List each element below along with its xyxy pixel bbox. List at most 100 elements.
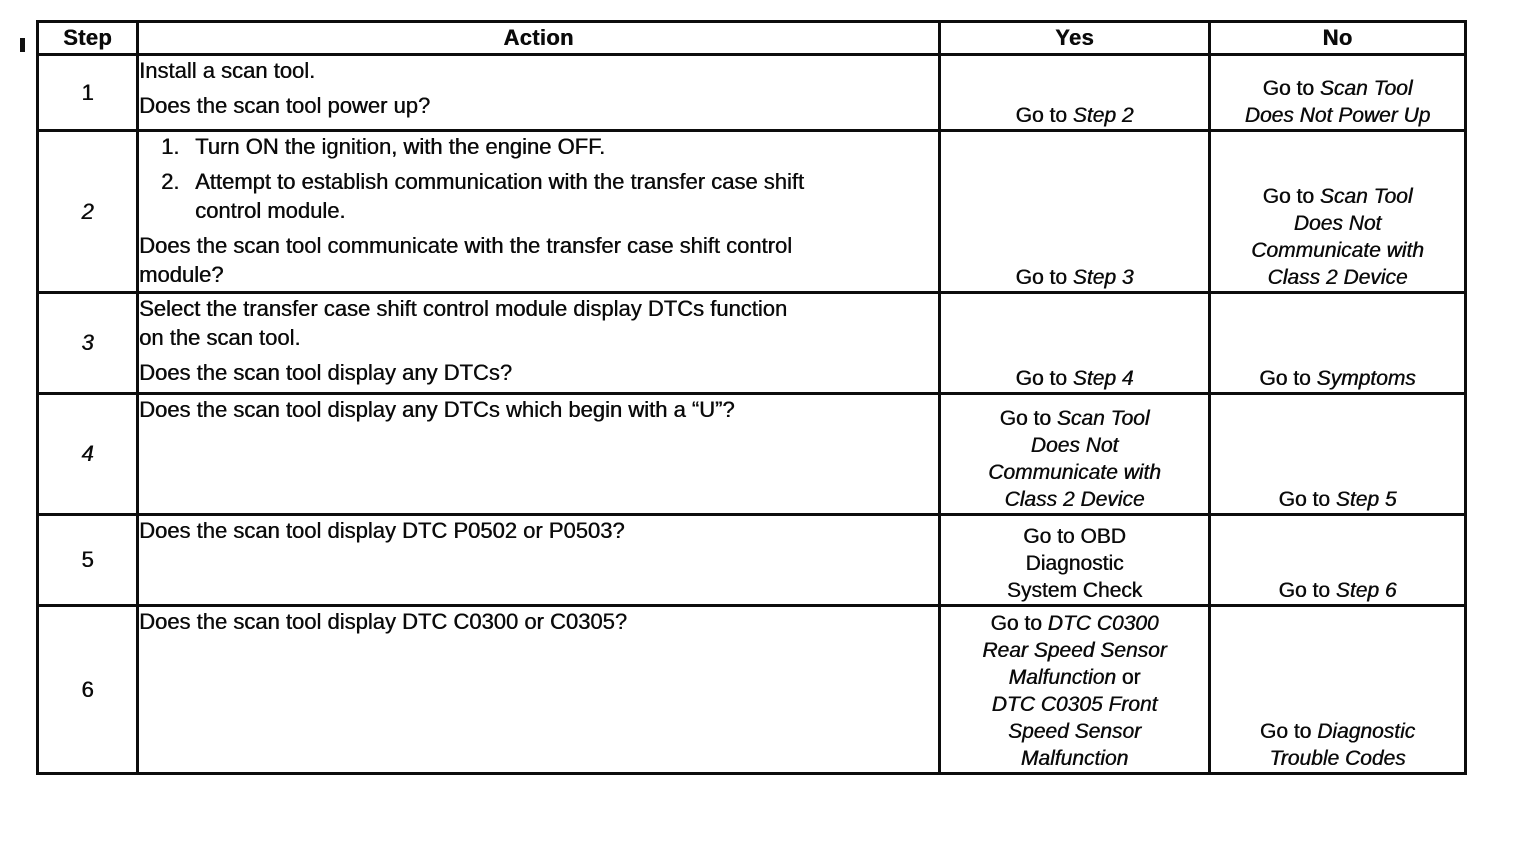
referenced-procedure-text: Step 4 <box>1072 367 1134 390</box>
text-line: Does the scan tool display any DTCs? <box>139 360 512 385</box>
yes-text-line: Go to Step 3 <box>941 264 1208 291</box>
action-paragraph: Does the scan tool display DTC P0502 or … <box>139 516 938 545</box>
plain-text: Go to <box>1262 77 1320 100</box>
action-list-item: 1.Turn ON the ignition, with the engine … <box>161 132 938 161</box>
text-line: Install a scan tool. <box>139 58 316 83</box>
text-line: Attempt to establish communication with … <box>195 169 804 194</box>
yes-cell: Go to Step 2 <box>938 53 1211 132</box>
diagnostic-table-body: 1 Install a scan tool. Does the scan tool … <box>36 53 1467 775</box>
action-cell: Select the transfer case shift control m… <box>136 291 941 395</box>
referenced-procedure-text: Trouble Codes <box>1269 747 1406 770</box>
referenced-procedure-text: Class 2 Device <box>1004 488 1145 511</box>
yes-text-line: Go to DTC C0300 <box>941 610 1208 637</box>
text-line: Does the scan tool communicate with the … <box>139 233 792 258</box>
yes-text-line: Go to OBD <box>941 523 1208 550</box>
step-number: 2 <box>81 198 94 224</box>
referenced-procedure-text: Communicate with <box>988 461 1161 484</box>
list-item-text: Turn ON the ignition, with the engine OF… <box>195 132 605 161</box>
plain-text: Go to <box>1015 266 1073 289</box>
table-row: 2 1.Turn ON the ignition, with the engine… <box>36 129 1467 294</box>
yes-text-line: Go to Scan Tool <box>941 405 1208 432</box>
column-header-step: Step <box>36 20 139 56</box>
referenced-procedure-text: Does Not <box>1293 212 1382 235</box>
scan-artifact <box>20 38 25 52</box>
text-line: on the scan tool. <box>139 325 301 350</box>
plain-text: Go to <box>999 407 1057 430</box>
step-number: 1 <box>81 79 94 105</box>
referenced-procedure-text: Diagnostic <box>1317 720 1416 743</box>
plain-text: Go to <box>1259 367 1317 390</box>
text-line: control module. <box>195 198 346 223</box>
text-line: Turn ON the ignition, with the engine OF… <box>195 134 606 159</box>
action-paragraph: Does the scan tool display DTC C0300 or … <box>139 607 938 636</box>
yes-text-line: Malfunction <box>941 745 1208 772</box>
text-line: module? <box>139 262 224 287</box>
table-row: 1 Install a scan tool. Does the scan tool … <box>36 53 1467 132</box>
referenced-procedure-text: Symptoms <box>1316 367 1416 390</box>
step-cell: 2 <box>36 129 139 294</box>
table-row: 3 Select the transfer case shift control … <box>36 291 1467 395</box>
no-text-line: Communicate with <box>1211 237 1464 264</box>
step-cell: 5 <box>36 513 139 607</box>
column-header-no: No <box>1208 20 1467 56</box>
plain-text: Diagnostic <box>1025 552 1124 575</box>
yes-text-line: Go to Step 4 <box>941 365 1208 392</box>
plain-text: System Check <box>1006 579 1143 602</box>
table-row: 4 Does the scan tool display any DTCs whi… <box>36 392 1467 516</box>
list-item-text: Attempt to establish communication with … <box>195 167 804 225</box>
action-cell: Does the scan tool display any DTCs whic… <box>136 392 941 516</box>
step-number: 3 <box>81 330 94 355</box>
yes-text-line: Does Not <box>941 432 1208 459</box>
no-cell: Go to Symptoms <box>1208 291 1467 395</box>
no-text-line: Go to Step 6 <box>1211 577 1464 604</box>
referenced-procedure-text: Scan Tool <box>1319 185 1413 208</box>
table-row: 5 Does the scan tool display DTC P0502 or… <box>36 513 1467 607</box>
diagnostic-table-header: Step Action Yes No <box>36 20 1467 56</box>
no-text-line: Go to Diagnostic <box>1211 718 1464 745</box>
step-number: 5 <box>81 547 94 572</box>
text-line: Does the scan tool display DTC P0502 or … <box>139 518 625 543</box>
referenced-procedure-text: Step 6 <box>1335 579 1397 602</box>
action-paragraph: Install a scan tool. <box>139 56 938 85</box>
yes-cell: Go to Step 3 <box>938 129 1211 294</box>
referenced-procedure-text: DTC C0300 <box>1047 612 1159 635</box>
plain-text: Go to OBD <box>1023 525 1126 548</box>
referenced-procedure-text: Speed Sensor <box>1007 720 1142 743</box>
no-text-line: Go to Symptoms <box>1211 365 1464 392</box>
action-cell: Install a scan tool. Does the scan tool p… <box>136 53 941 132</box>
no-text-line: Go to Scan Tool <box>1211 75 1464 102</box>
text-line: Does the scan tool display any DTCs whic… <box>139 397 735 422</box>
action-cell: 1.Turn ON the ignition, with the engine … <box>136 129 941 294</box>
column-header-action: Action <box>136 20 941 56</box>
referenced-procedure-text: Step 3 <box>1072 266 1134 289</box>
action-paragraph: Does the scan tool power up? <box>139 91 938 120</box>
yes-cell: Go to Step 4 <box>938 291 1211 395</box>
action-paragraph: Does the scan tool communicate with the … <box>139 231 938 289</box>
yes-text-line: Class 2 Device <box>941 486 1208 513</box>
plain-text: or <box>1115 666 1141 689</box>
yes-text-line: Diagnostic <box>941 550 1208 577</box>
action-list-item: 2.Attempt to establish communication wit… <box>161 167 938 225</box>
yes-text-line: System Check <box>941 577 1208 604</box>
no-text-line: Go to Scan Tool <box>1211 183 1464 210</box>
no-cell: Go to Step 5 <box>1208 392 1467 516</box>
action-cell: Does the scan tool display DTC C0300 or … <box>136 604 941 775</box>
no-text-line: Does Not <box>1211 210 1464 237</box>
plain-text: Go to <box>1278 579 1336 602</box>
referenced-procedure-text: Class 2 Device <box>1267 266 1408 289</box>
plain-text: Go to <box>1015 104 1073 127</box>
action-paragraph: Does the scan tool display any DTCs? <box>139 358 938 387</box>
yes-text-line: Go to Step 2 <box>941 102 1208 129</box>
plain-text: Go to <box>1259 720 1318 743</box>
yes-text-line: Communicate with <box>941 459 1208 486</box>
plain-text: Go to <box>1278 488 1336 511</box>
referenced-procedure-text: Scan Tool <box>1056 407 1150 430</box>
referenced-procedure-text: Scan Tool <box>1319 77 1413 100</box>
step-number: 4 <box>81 441 94 466</box>
plain-text: Go to <box>990 612 1048 635</box>
step-cell: 1 <box>36 53 139 132</box>
